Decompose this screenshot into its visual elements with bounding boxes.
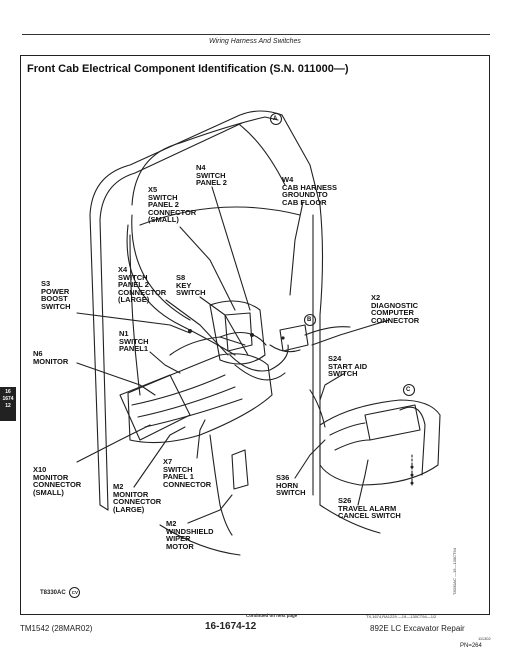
callout-c: C <box>406 387 411 393</box>
footer-small-code: 111302 <box>478 636 491 641</box>
label-m2-monitor-connector-large: M2 MONITOR CONNECTOR (LARGE) <box>113 482 162 514</box>
top-rule <box>22 34 490 35</box>
label-s26-travel-alarm-cancel: S26 TRAVEL ALARM CANCEL SWITCH <box>338 496 401 521</box>
label-x7-switch-panel-1-connector: X7 SWITCH PANEL 1 CONNECTOR <box>163 457 212 489</box>
continued-note: Continued on next page <box>246 613 298 618</box>
section-header: Wiring Harness And Switches <box>209 38 301 45</box>
section-side-tab: 16 1674 12 <box>0 387 16 421</box>
figure-id-text: T8330AC <box>40 590 66 596</box>
cv-mark: CV <box>69 587 81 598</box>
footer-manual-number: TM1542 (28MAR02) <box>20 624 93 633</box>
label-s8-key-switch: S8 KEY SWITCH <box>176 273 206 298</box>
side-tab-line3: 12 <box>5 403 11 409</box>
label-n1-switch-panel1: N1 SWITCH PANEL1 <box>119 329 149 354</box>
label-s36-horn-switch: S36 HORN SWITCH <box>276 473 306 498</box>
footer-page-code: PN=264 <box>460 643 482 649</box>
callout-a: A <box>273 116 278 122</box>
label-x2-diagnostic-connector: X2 DIAGNOSTIC COMPUTER CONNECTOR <box>371 293 420 325</box>
cab-line-drawing <box>76 110 441 556</box>
label-x4-switch-panel-2-connector-large: X4 SWITCH PANEL 2 CONNECTOR (LARGE) <box>118 265 167 305</box>
vertical-reference: T8330AC —19—130CT94 <box>452 548 457 595</box>
callout-b: B <box>307 317 312 323</box>
label-n6-monitor: N6 MONITOR <box>33 349 69 366</box>
figure-id: T8330AC CV <box>40 587 81 598</box>
label-n4-switch-panel-2: N4 SWITCH PANEL 2 <box>196 163 227 188</box>
footer-manual-title: 892E LC Excavator Repair <box>370 624 465 633</box>
footer-page-number: 16-1674-12 <box>205 621 257 632</box>
label-x5-switch-panel-2-connector: X5 SWITCH PANEL 2 CONNECTOR (SMALL) <box>148 185 197 225</box>
tx-reference: TX,1674,RA1229 —19—130CT94—1/2 <box>366 614 437 619</box>
label-m2-windshield-wiper-motor: M2 WINDSHIELD WIPER MOTOR <box>166 519 214 551</box>
label-s24-start-aid-switch: S24 START AID SWITCH <box>328 354 368 379</box>
figure-frame <box>20 55 490 615</box>
label-s3-power-boost-switch: S3 POWER BOOST SWITCH <box>41 279 71 311</box>
label-w4-cab-harness-ground: W4 CAB HARNESS GROUND TO CAB FLOOR <box>282 175 338 207</box>
label-x10-monitor-connector-small: X10 MONITOR CONNECTOR (SMALL) <box>33 465 82 497</box>
side-tab-line2: 1674 <box>2 396 14 402</box>
side-tab-line1: 16 <box>5 389 11 395</box>
figure-title: Front Cab Electrical Component Identific… <box>27 63 349 75</box>
